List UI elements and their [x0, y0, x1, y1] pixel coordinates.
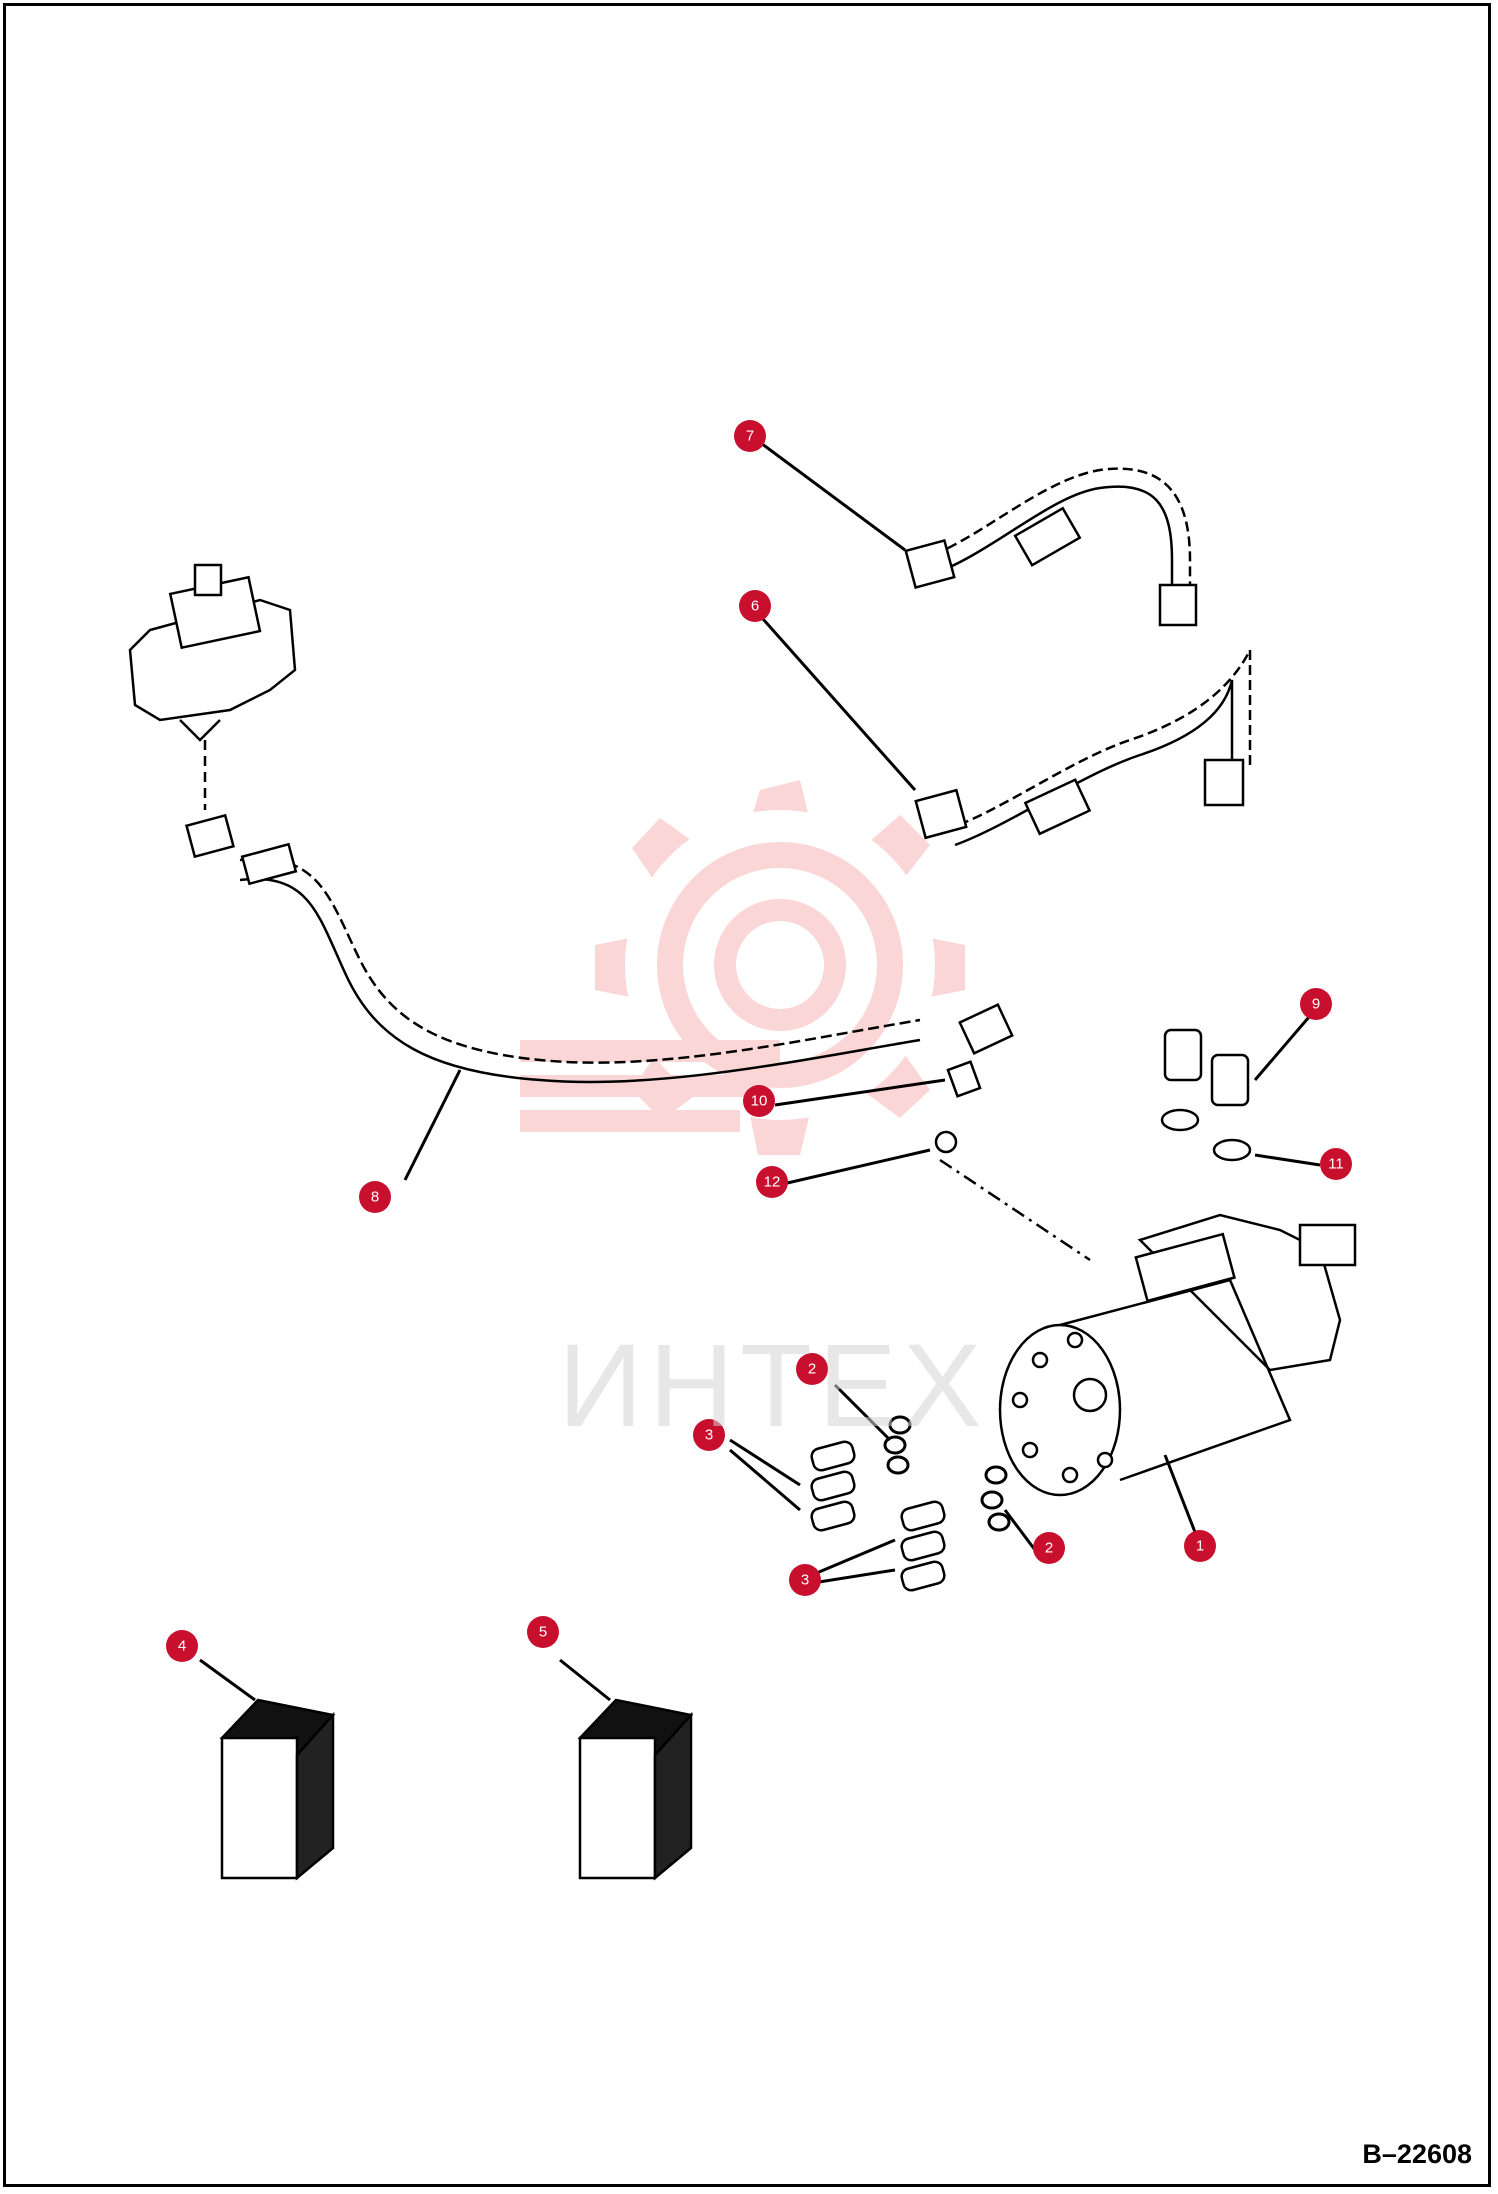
callout-2-upper[interactable]: 2	[796, 1353, 828, 1385]
drawing-number: B–22608	[1362, 2139, 1472, 2169]
callout-2-lower[interactable]: 2	[1033, 1532, 1065, 1564]
callout-3-lower[interactable]: 3	[789, 1564, 821, 1596]
callout-6[interactable]: 6	[739, 590, 771, 622]
hose-6	[914, 649, 1252, 847]
hose-8	[185, 813, 1014, 1084]
svg-text:12: 12	[764, 1174, 781, 1191]
callout-11[interactable]: 11	[1320, 1148, 1352, 1180]
svg-text:10: 10	[751, 1093, 768, 1110]
svg-text:2: 2	[808, 1361, 816, 1378]
svg-text:4: 4	[178, 1638, 186, 1655]
svg-text:8: 8	[371, 1189, 379, 1206]
svg-text:3: 3	[801, 1572, 809, 1589]
svg-text:6: 6	[751, 598, 759, 615]
fitting-10-12	[934, 1060, 1091, 1262]
svg-text:2: 2	[1045, 1540, 1053, 1557]
svg-text:11: 11	[1328, 1156, 1344, 1173]
callouts: 7 6 8 9 10 11 12 2 3 2 1 3 4 5	[166, 420, 1352, 1662]
hose-7	[904, 467, 1198, 627]
watermark-gear-logo	[520, 780, 965, 1155]
callout-12[interactable]: 12	[756, 1166, 788, 1198]
box-5	[577, 1698, 694, 1881]
callout-10[interactable]: 10	[743, 1085, 775, 1117]
callout-1[interactable]: 1	[1184, 1530, 1216, 1562]
callout-7[interactable]: 7	[734, 420, 766, 452]
fittings-9-11	[1160, 1028, 1252, 1162]
svg-text:9: 9	[1312, 996, 1320, 1013]
callout-3-upper[interactable]: 3	[693, 1419, 725, 1451]
valve-assembly	[128, 563, 297, 810]
callout-5[interactable]: 5	[527, 1616, 559, 1648]
svg-text:1: 1	[1196, 1538, 1204, 1555]
callout-4[interactable]: 4	[166, 1630, 198, 1662]
svg-text:3: 3	[705, 1427, 713, 1444]
washers-2	[883, 1415, 1011, 1532]
svg-text:7: 7	[746, 428, 754, 445]
svg-text:5: 5	[539, 1624, 547, 1641]
box-4	[219, 1698, 336, 1881]
callout-9[interactable]: 9	[1300, 988, 1332, 1020]
bolts-3	[810, 1440, 946, 1592]
callout-8[interactable]: 8	[359, 1181, 391, 1213]
watermark-text: ИНТЕХ	[558, 1320, 988, 1452]
motor-1	[998, 1213, 1357, 1497]
drawing-frame	[3, 3, 1491, 2187]
